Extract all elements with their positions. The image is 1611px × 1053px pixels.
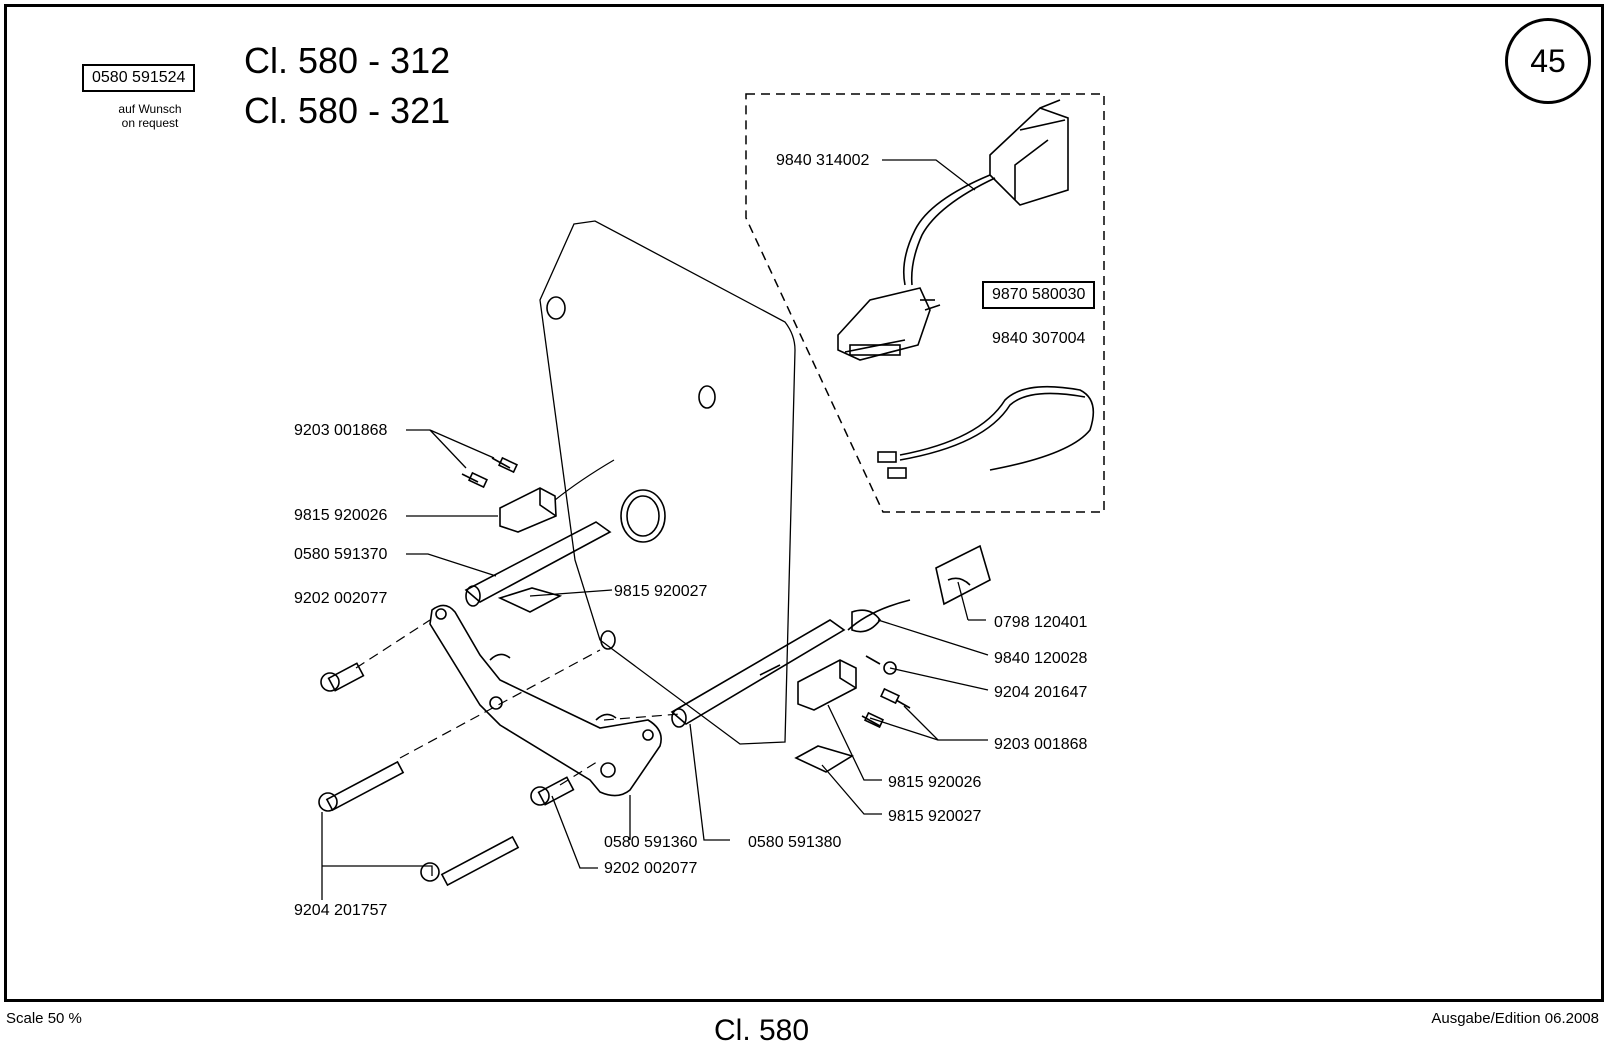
part-label-9202-002077-bottom: 9202 002077	[604, 860, 698, 877]
part-label-9840-314002: 9840 314002	[776, 152, 870, 169]
option-part-number: 0580 591524	[82, 64, 196, 92]
option-note-en: on request	[121, 116, 179, 130]
option-note-de: auf Wunsch	[118, 102, 182, 116]
page-frame	[4, 4, 1604, 1002]
part-label-9203-001868-right: 9203 001868	[994, 736, 1088, 753]
part-label-9202-002077-left: 9202 002077	[294, 590, 388, 607]
part-label-9815-920026-top: 9815 920026	[294, 507, 388, 524]
part-label-9815-920026-right: 9815 920026	[888, 774, 982, 791]
part-label-9840-120028: 9840 120028	[994, 650, 1088, 667]
part-label-0580-591380: 0580 591380	[748, 834, 842, 851]
class-title-1: Cl. 580 - 312	[244, 40, 451, 81]
footer-scale: Scale 50 %	[6, 1010, 82, 1027]
footer-edition: Ausgabe/Edition 06.2008	[1431, 1010, 1599, 1027]
footer-class: Cl. 580	[714, 1014, 810, 1047]
page-number: 45	[1505, 18, 1591, 104]
part-label-0580-591370: 0580 591370	[294, 546, 388, 563]
part-label-9815-920027-top: 9815 920027	[614, 583, 708, 600]
option-note: auf Wunsch on request	[100, 102, 200, 130]
part-label-9840-307004: 9840 307004	[992, 330, 1086, 347]
part-label-9204-201647: 9204 201647	[994, 684, 1088, 701]
part-label-9815-920027-right: 9815 920027	[888, 808, 982, 825]
part-label-9203-001868-top: 9203 001868	[294, 422, 388, 439]
part-label-9870-580030: 9870 580030	[982, 281, 1096, 309]
part-label-9204-201757: 9204 201757	[294, 902, 388, 919]
part-label-0580-591360: 0580 591360	[604, 834, 698, 851]
class-title-2: Cl. 580 - 321	[244, 90, 451, 131]
part-label-0798-120401: 0798 120401	[994, 614, 1088, 631]
